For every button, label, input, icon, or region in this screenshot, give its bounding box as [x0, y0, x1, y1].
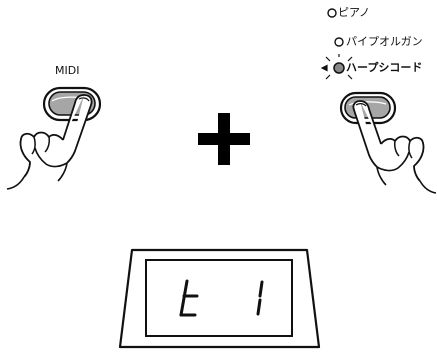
voice-label-pipe-organ: パイプオルガン: [346, 35, 423, 48]
left-pressing-hand: [6, 94, 93, 190]
indicator-pipe-organ: [334, 37, 344, 47]
indicator-piano: [327, 8, 337, 18]
indicator-harpsichord: [333, 62, 345, 74]
digit-1: [256, 280, 264, 316]
midi-button-label: MIDI: [55, 64, 80, 77]
display-panel: [118, 248, 321, 349]
digit-t: [179, 279, 199, 317]
plus-sign: [198, 113, 250, 165]
voice-label-piano: ピアノ: [338, 6, 371, 19]
right-pressing-hand: [352, 100, 437, 194]
voice-label-harpsichord: ハープシコード: [346, 61, 423, 74]
led-screen: [145, 259, 293, 337]
blink-rays: [320, 54, 353, 80]
voice-indicators: [320, 8, 353, 80]
